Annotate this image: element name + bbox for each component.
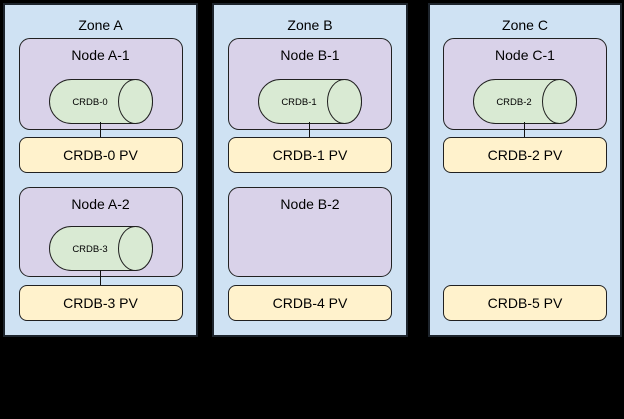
node-a1: Node A-1 CRDB-0 [18, 38, 183, 130]
pod-pv-connector [99, 122, 101, 137]
cylinder-cap [117, 79, 153, 124]
pod-label: CRDB-3 [72, 244, 107, 255]
zone-label: Zone B [287, 17, 333, 33]
pv-crdb-0: CRDB-0 PV [18, 137, 183, 173]
node-label: Node A-1 [71, 47, 130, 63]
pod-pv-connector [309, 122, 310, 137]
zone-label: Zone C [502, 17, 548, 33]
zone-c: Zone C Node C-1 CRDB-2 CRDB-2 PV CRDB-5 … [428, 3, 622, 337]
node-b1: Node B-1 CRDB-1 [228, 38, 392, 130]
pv-crdb-2: CRDB-2 PV [443, 137, 607, 173]
pod-label: CRDB-2 [496, 97, 531, 108]
pv-crdb-4: CRDB-4 PV [228, 285, 392, 321]
node-b2: Node B-2 [228, 187, 392, 277]
pv-label: CRDB-2 PV [487, 147, 563, 163]
pod-pv-connector [524, 122, 525, 137]
pv-crdb-3: CRDB-3 PV [18, 285, 183, 321]
pod-label: CRDB-0 [72, 97, 107, 108]
pv-label: CRDB-1 PV [272, 147, 348, 163]
pv-crdb-5: CRDB-5 PV [443, 285, 607, 321]
pod-cylinder: CRDB-1 [257, 79, 362, 124]
pod-pv-connector [99, 270, 101, 285]
cylinder-cap [542, 79, 577, 124]
cylinder-cap [327, 79, 362, 124]
pv-label: CRDB-3 PV [63, 295, 138, 311]
pv-label: CRDB-5 PV [487, 295, 563, 311]
pv-crdb-1: CRDB-1 PV [228, 137, 392, 173]
zone-b: Zone B Node B-1 CRDB-1 CRDB-1 PV Node B-… [212, 3, 408, 337]
pv-label: CRDB-4 PV [272, 295, 348, 311]
cylinder-cap [117, 226, 153, 271]
node-label: Node A-2 [71, 196, 130, 212]
node-label: Node B-2 [280, 196, 340, 212]
pv-label: CRDB-0 PV [63, 147, 138, 163]
node-label: Node C-1 [495, 47, 555, 63]
pod-cylinder: CRDB-3 [48, 226, 153, 271]
zone-a: Zone A Node A-1 CRDB-0 CRDB-0 PV Node A-… [3, 3, 198, 337]
node-label: Node B-1 [280, 47, 340, 63]
pod-label: CRDB-1 [281, 97, 316, 108]
pod-cylinder: CRDB-0 [48, 79, 153, 124]
pod-cylinder: CRDB-2 [472, 79, 577, 124]
zone-label: Zone A [78, 17, 123, 33]
node-c1: Node C-1 CRDB-2 [443, 38, 607, 130]
node-a2: Node A-2 CRDB-3 [18, 187, 183, 277]
